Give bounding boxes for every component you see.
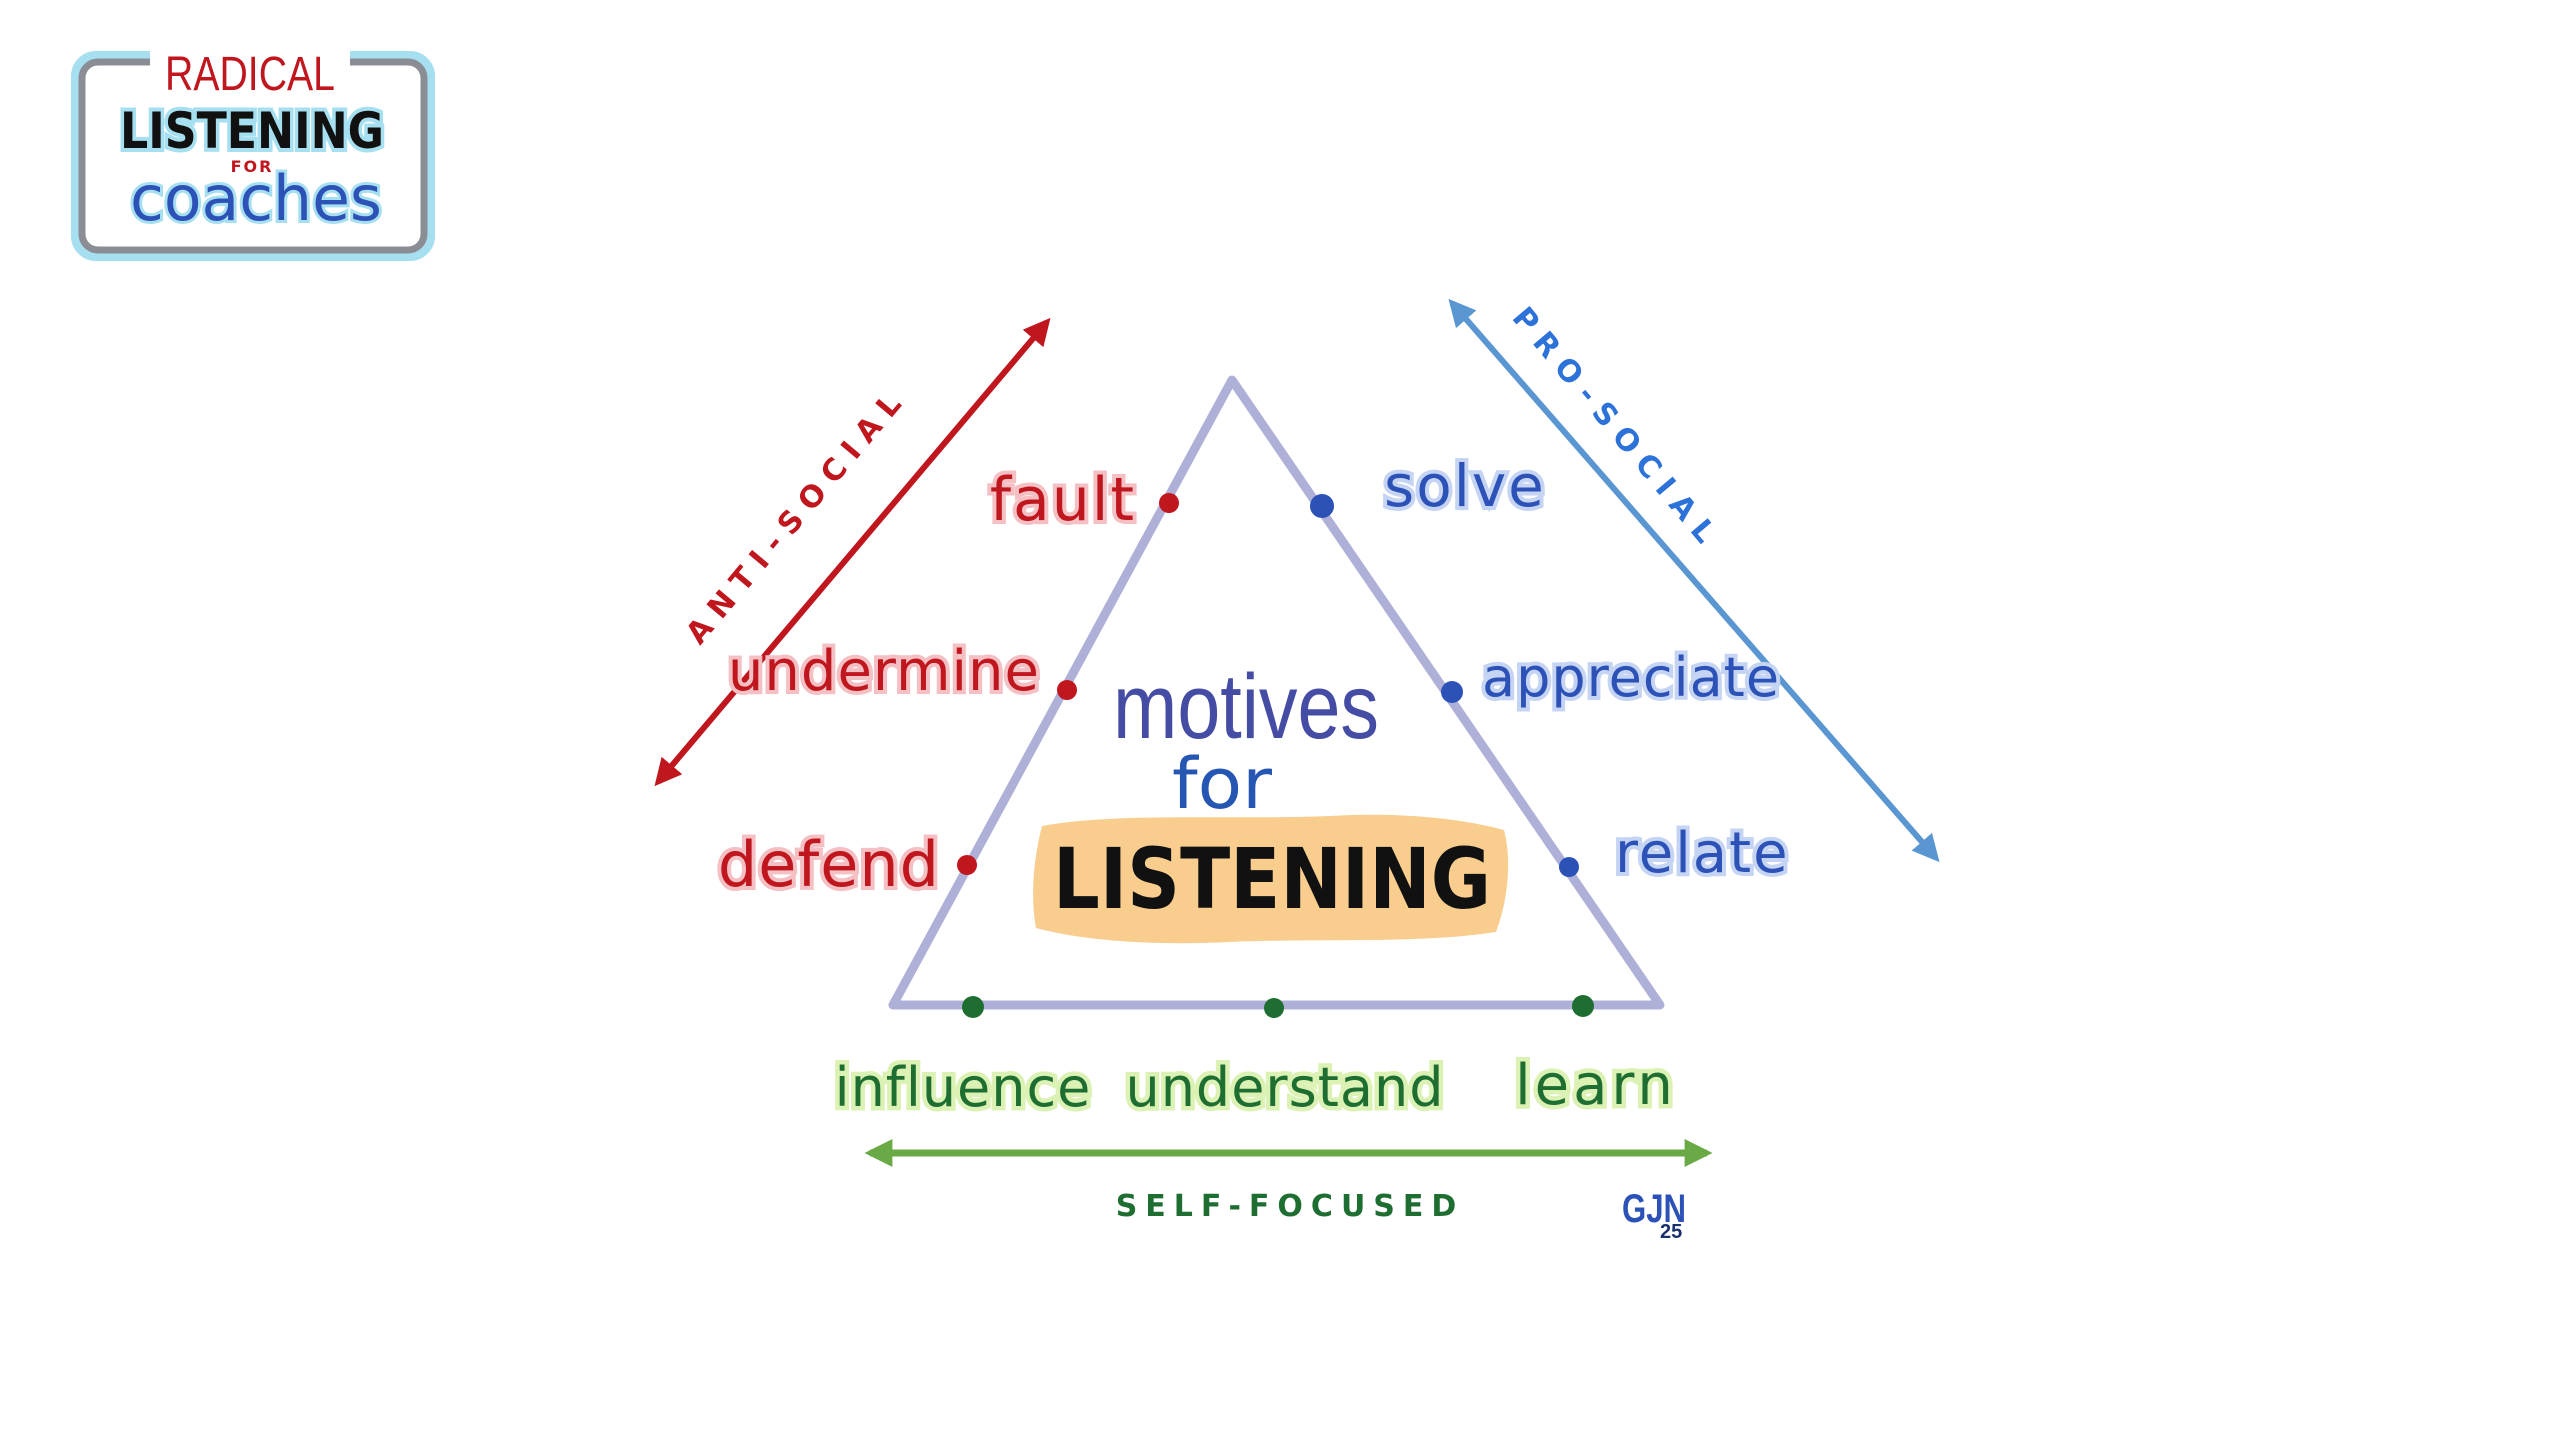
- logo-line-for: FOR: [231, 157, 274, 176]
- anti-social-motives: fault undermine defend: [714, 461, 1179, 905]
- self-focused-motives: influence understand learn: [830, 995, 1677, 1124]
- motive-defend: defend: [718, 828, 940, 901]
- motive-learn: learn: [1515, 1053, 1677, 1118]
- signature-initials: GJN: [1622, 1187, 1686, 1231]
- logo-line-listening: LISTENING: [120, 102, 384, 160]
- logo-badge: RADICAL LISTENING FOR coaches: [71, 40, 435, 261]
- center-title: motives for LISTENING: [1033, 656, 1509, 944]
- listening-highlight: [1033, 814, 1509, 944]
- motive-understand: understand: [1125, 1056, 1444, 1119]
- signature-year: 25: [1660, 1221, 1682, 1243]
- artist-signature: GJN 25: [1622, 1187, 1686, 1243]
- relate-dot: [1559, 857, 1579, 877]
- pro-social-arrow: [1448, 298, 1940, 863]
- defend-dot: [957, 855, 977, 875]
- center-motives: motives: [1113, 656, 1379, 758]
- self-focused-label: SELF-FOCUSED: [1116, 1189, 1465, 1224]
- motive-fault: fault: [990, 465, 1136, 535]
- motive-appreciate: appreciate: [1482, 646, 1780, 709]
- appreciate-dot: [1441, 681, 1463, 703]
- motive-relate: relate: [1615, 821, 1790, 886]
- solve-dot: [1310, 494, 1334, 518]
- logo-title-mask: [150, 40, 350, 84]
- anti-social-arrow: [654, 317, 1051, 787]
- center-for: for: [1172, 743, 1272, 825]
- fault-dot: [1159, 493, 1179, 513]
- undermine-dot: [1057, 680, 1077, 700]
- influence-dot: [962, 996, 984, 1018]
- logo-line-radical: RADICAL: [165, 48, 335, 101]
- understand-dot: [1264, 998, 1284, 1018]
- logo-line-coaches: coaches: [130, 162, 382, 235]
- motive-solve: solve: [1384, 452, 1546, 520]
- pro-social-motives: solve appreciate relate: [1310, 448, 1792, 890]
- center-listening: LISTENING: [1053, 830, 1491, 928]
- motive-influence: influence: [835, 1056, 1092, 1119]
- motive-undermine: undermine: [728, 639, 1040, 704]
- learn-dot: [1572, 995, 1594, 1017]
